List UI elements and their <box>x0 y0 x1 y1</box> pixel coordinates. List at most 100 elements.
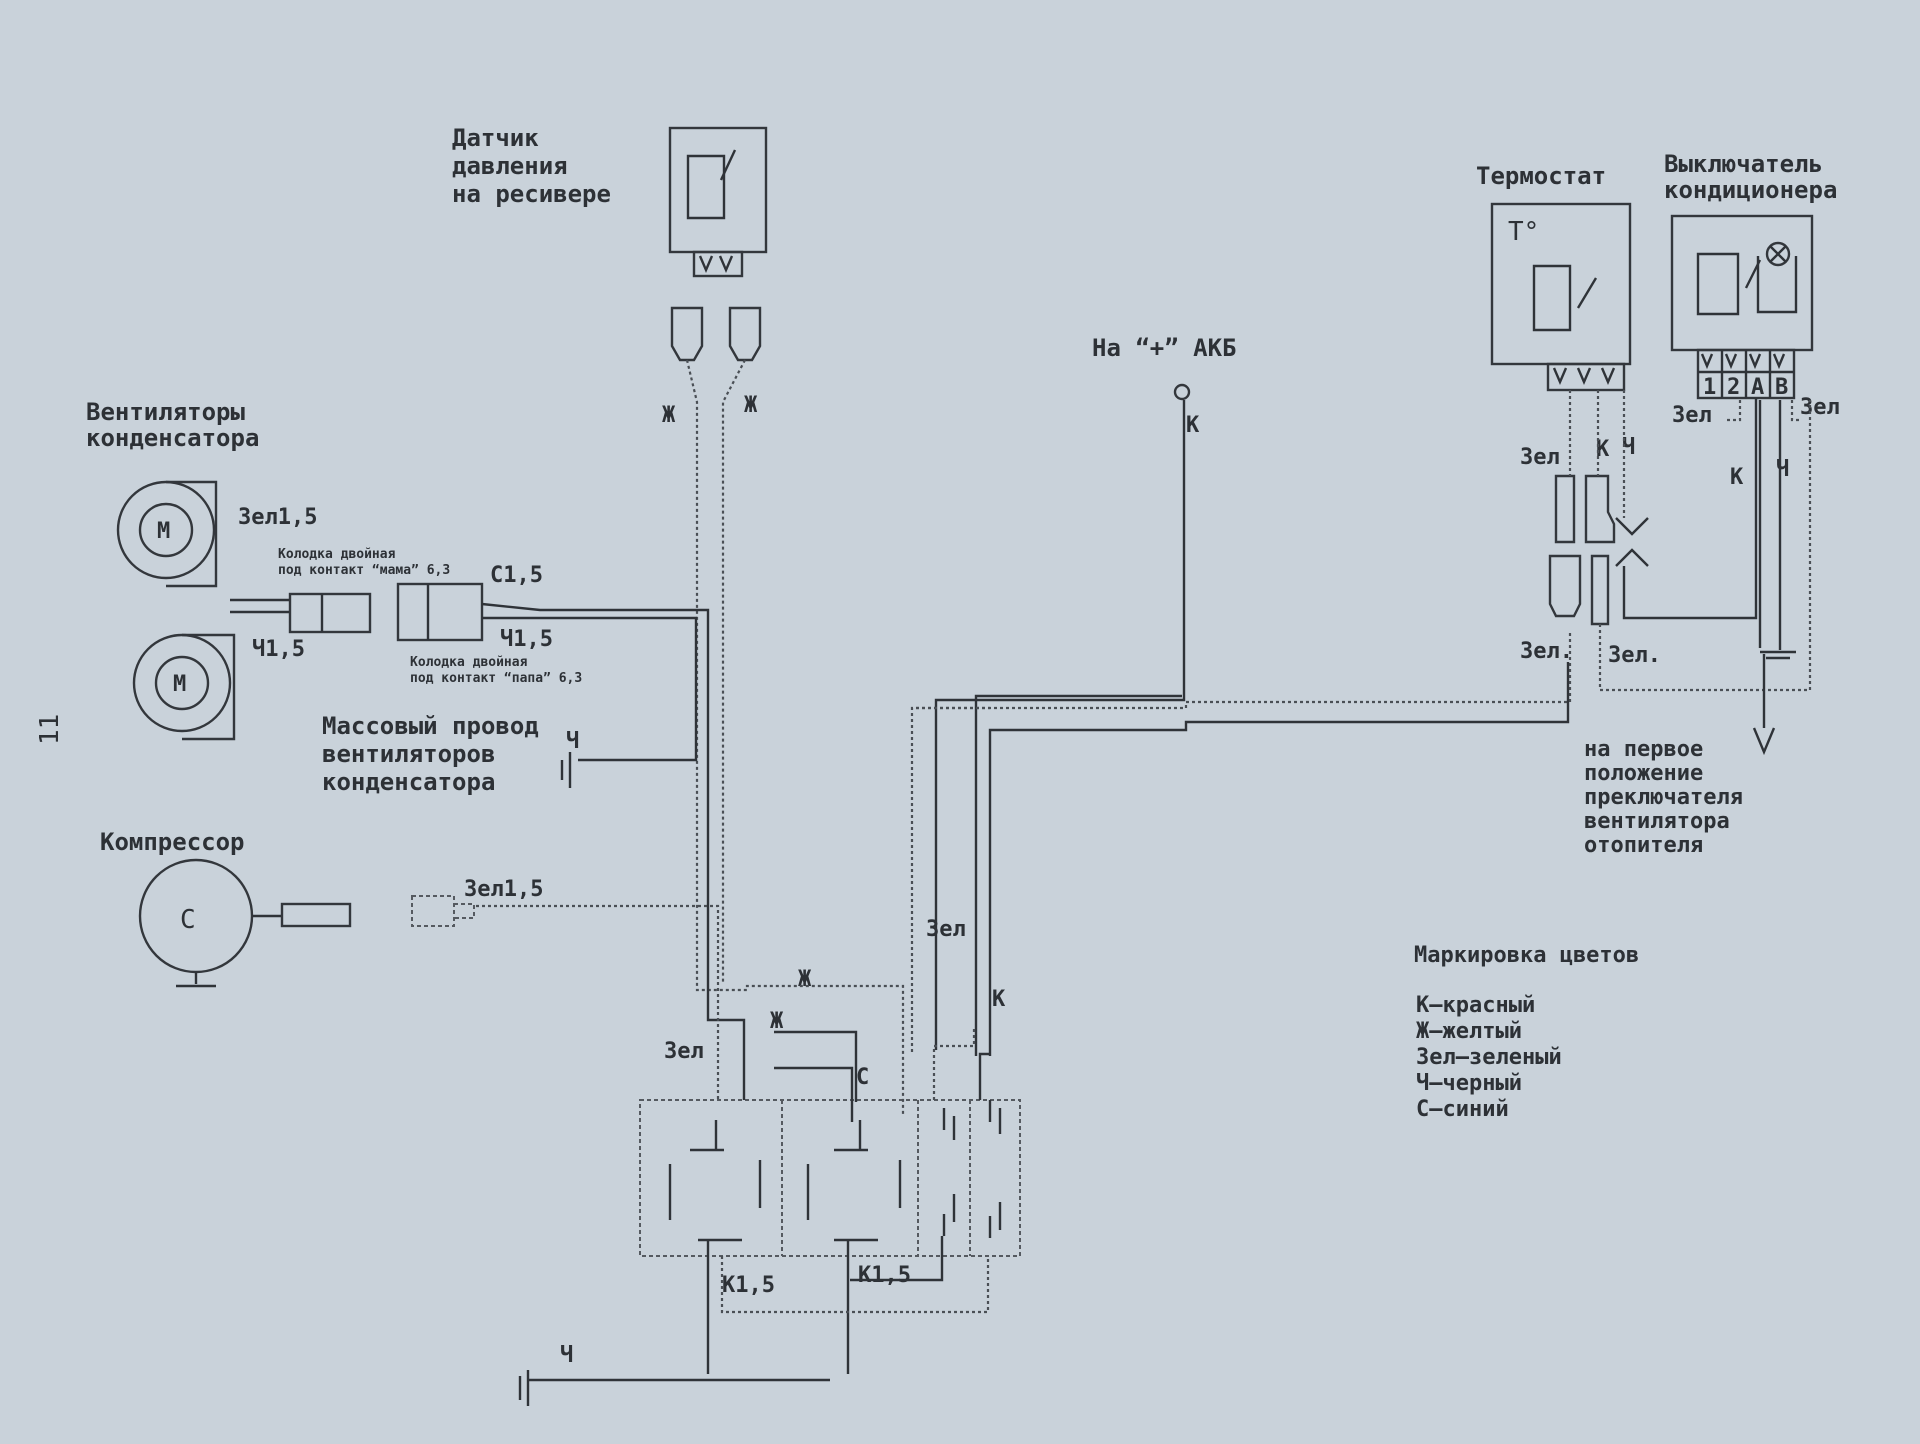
relay-block-dividers <box>781 1100 971 1256</box>
wire-c-to-relay <box>774 1030 858 1102</box>
connector-mama <box>288 592 372 634</box>
fan-motor-2-inner <box>154 655 210 711</box>
relay-small-contacts <box>942 1100 1002 1238</box>
battery-label: На “+” АКБ <box>1092 334 1237 362</box>
relay-2-coil <box>834 1238 878 1374</box>
wire-mark-c-relay: С <box>856 1065 869 1090</box>
heater-fan-note-2: положение <box>1584 761 1703 786</box>
wire-k-relay-stub <box>978 1052 990 1100</box>
wire-mark-zh-upper: Ж <box>798 967 812 992</box>
wire-mark-zh-right: Ж <box>744 393 758 418</box>
compressor-stand <box>176 972 216 988</box>
ac-switch: Выключатель кондиционера 1 2 A B Зел Зел… <box>1584 150 1840 858</box>
ac-switch-ground-symbol <box>1760 650 1796 660</box>
thermostat-contact <box>1532 264 1572 332</box>
wire-pressure-sensor-left <box>685 359 905 1116</box>
wire-switch-zel-stubs <box>1726 400 1802 422</box>
wire-mark-ch-fan-ground: Ч <box>566 729 579 754</box>
wire-mark-zel-relay: Зел <box>664 1039 704 1064</box>
wire-battery-branch <box>974 694 1182 1056</box>
compressor-symbol: C <box>180 905 196 935</box>
wire-mark-zel-switch-right: Зел <box>1800 395 1840 420</box>
ac-switch-contact <box>1696 252 1740 316</box>
heater-fan-note-1: на первое <box>1584 737 1703 762</box>
legend-item-red: К–красный <box>1416 993 1535 1018</box>
compressor: Компрессор C Зел1,5 <box>100 828 543 988</box>
thermostat-plug-upper <box>1554 474 1616 544</box>
pressure-sensor: Датчик давления на ресивере Ж Ж <box>452 124 768 428</box>
wire-relay-bottom-loop <box>720 1256 990 1314</box>
fan-motor-1-bracket <box>166 480 218 588</box>
wire-c-relay-2 <box>774 1066 854 1122</box>
pressure-sensor-terminal-marks <box>698 255 734 274</box>
connector-papa <box>396 582 484 642</box>
wire-mark-k-switch: К <box>1730 465 1744 490</box>
fan-ground-label-1: Массовый провод <box>322 712 539 740</box>
compressor-socket <box>411 895 475 927</box>
pressure-sensor-switch-blade <box>719 149 737 181</box>
wire-zel-loop <box>1598 400 1812 692</box>
wire-mark-ch-relay-ground: Ч <box>560 1343 573 1368</box>
relay-1-contacts <box>668 1120 762 1220</box>
color-legend: Маркировка цветов К–красный Ж–желтый Зел… <box>1414 943 1639 1122</box>
fan-motor-1-symbol: M <box>157 519 170 544</box>
thermostat: Термостат T° Зел К Ч Зел. Зел. <box>1476 162 1661 668</box>
wire-mark-ch-thermostat: Ч <box>1622 435 1635 460</box>
wire-fan-c15 <box>481 602 746 1100</box>
compressor-plug <box>280 902 352 928</box>
fan-ground-label-3: конденсатора <box>322 768 495 796</box>
fan-wires <box>230 598 290 614</box>
ac-switch-terminal-grid <box>1698 350 1794 398</box>
ac-switch-terminal-marks <box>1700 353 1786 370</box>
pressure-sensor-label-2: давления <box>452 152 568 180</box>
connector-papa-label-2: под контакт “папа” 6,3 <box>410 671 582 686</box>
wire-mark-zh-left: Ж <box>662 403 676 428</box>
heater-fan-note-5: отопителя <box>1584 833 1703 858</box>
fan-ground: Массовый провод вентиляторов конденсатор… <box>322 712 579 796</box>
wire-zel-mid <box>910 706 990 1052</box>
thermostat-terminals <box>1546 362 1626 392</box>
wire-mark-zel-thermostat: Зел <box>1520 445 1560 470</box>
thermostat-label: Термостат <box>1476 162 1606 190</box>
wire-mark-ch15: Ч1,5 <box>500 627 553 652</box>
wire-mark-k15-left: К1,5 <box>722 1273 775 1298</box>
wire-battery-k <box>934 400 1186 1050</box>
condenser-fans-label-1: Вентиляторы <box>86 398 245 426</box>
wire-mark-zel-switch-left: Зел <box>1672 403 1712 428</box>
legend-item-yellow: Ж–желтый <box>1416 1019 1522 1044</box>
thermostat-wire-cross <box>1615 517 1649 567</box>
connector-mama-label-1: Колодка двойная <box>278 547 396 562</box>
relay-block: К1,5 К1,5 Зел Ж Ж С Зел К Ч <box>518 917 1021 1406</box>
switch-pin-2: 2 <box>1727 375 1740 400</box>
wire-compressor <box>476 904 720 1100</box>
relay-1-coil <box>698 1238 742 1374</box>
heater-fan-note-3: преключателя <box>1584 785 1743 810</box>
wires <box>476 359 1812 1314</box>
condenser-fans: Вентиляторы конденсатора M M Зел1,5 Коло… <box>86 398 582 741</box>
condenser-fans-label-2: конденсатора <box>86 424 259 452</box>
lamp-icon <box>1765 241 1791 267</box>
pressure-sensor-terminals <box>692 250 744 278</box>
pressure-sensor-plug-right <box>728 306 762 362</box>
thermostat-switch-blade <box>1576 277 1598 309</box>
ac-switch-housing <box>1670 214 1814 352</box>
relay-2-contacts <box>806 1120 902 1220</box>
wire-switch-leads <box>1758 400 1782 650</box>
fan-motor-2-bracket <box>182 633 236 741</box>
wire-thermostat-to-switch <box>1622 398 1758 620</box>
relay-block-frame <box>639 1099 1021 1257</box>
battery-terminal: На “+” АКБ К <box>1092 334 1237 438</box>
legend-item-black: Ч–черный <box>1416 1071 1522 1096</box>
heater-fan-arrow-icon <box>1752 727 1776 756</box>
fan-motor-2-symbol: M <box>173 672 186 697</box>
connector-papa-label-1: Колодка двойная <box>410 655 528 670</box>
wire-mark-zel-mid: Зел <box>926 917 966 942</box>
wire-mark-k-mid: К <box>992 987 1006 1012</box>
wire-mark-c15: С1,5 <box>490 563 543 588</box>
ac-switch-label-2: кондиционера <box>1664 176 1837 204</box>
wire-mark-zel15-compressor: Зел1,5 <box>464 877 543 902</box>
wire-mark-zel15-fan: Зел1,5 <box>238 505 317 530</box>
connector-mama-label-2: под контакт “мама” 6,3 <box>278 563 450 578</box>
